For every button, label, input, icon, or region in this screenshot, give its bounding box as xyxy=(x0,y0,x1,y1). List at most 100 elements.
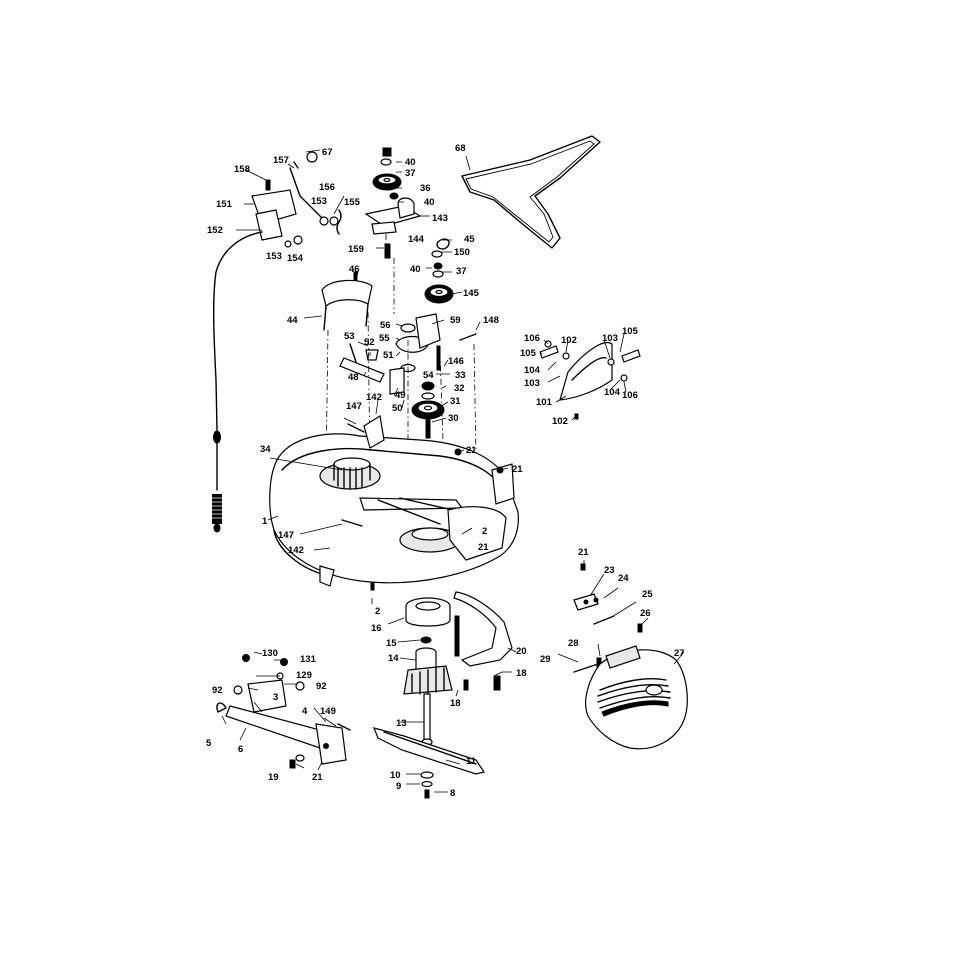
callout-6: 6 xyxy=(238,744,243,755)
callout-149: 149 xyxy=(320,706,336,717)
callout-131: 131 xyxy=(300,654,317,665)
callout-23: 23 xyxy=(604,565,615,576)
callout-40: 40 xyxy=(410,264,421,275)
callout-4: 4 xyxy=(302,706,308,717)
callout-46: 46 xyxy=(349,264,360,275)
callout-21: 21 xyxy=(466,445,477,456)
callout-51: 51 xyxy=(383,350,394,361)
callout-10: 10 xyxy=(390,770,401,781)
callout-159: 159 xyxy=(348,244,364,255)
callout-103: 103 xyxy=(602,333,618,344)
callout-142: 142 xyxy=(288,545,304,556)
mower-blade xyxy=(372,727,485,799)
idler-arm-assembly xyxy=(339,313,477,395)
center-pulley-stack xyxy=(424,238,454,304)
belt-guard xyxy=(321,271,373,331)
callout-101: 101 xyxy=(536,397,553,408)
callout-21: 21 xyxy=(312,772,323,783)
callout-68: 68 xyxy=(455,143,466,154)
callout-129: 129 xyxy=(296,670,312,681)
callout-45: 45 xyxy=(464,234,475,245)
callout-106: 106 xyxy=(622,390,638,401)
callout-21: 21 xyxy=(512,464,523,475)
callout-11: 11 xyxy=(466,756,477,767)
callout-15: 15 xyxy=(386,638,397,649)
callout-3: 3 xyxy=(273,692,278,703)
callout-32: 32 xyxy=(454,383,465,394)
callout-33: 33 xyxy=(455,370,466,381)
callout-27: 27 xyxy=(674,648,685,659)
callout-147: 147 xyxy=(346,401,362,412)
callout-152: 152 xyxy=(207,225,223,236)
callout-158: 158 xyxy=(234,164,250,175)
callout-103: 103 xyxy=(524,378,540,389)
part-number-callouts: 68 40 37 36 40 143 144 159 45 150 40 37 … xyxy=(206,143,685,799)
callout-40: 40 xyxy=(405,157,416,168)
callout-92: 92 xyxy=(212,685,223,696)
callout-147: 147 xyxy=(278,530,294,541)
callout-144: 144 xyxy=(408,234,425,245)
callout-2: 2 xyxy=(482,526,487,537)
callout-16: 16 xyxy=(371,623,382,634)
callout-156: 156 xyxy=(319,182,335,193)
idler-pulley-stack xyxy=(364,147,422,259)
callout-102: 102 xyxy=(561,335,577,346)
callout-106: 106 xyxy=(524,333,540,344)
callout-150: 150 xyxy=(454,247,470,258)
callout-13: 13 xyxy=(396,718,407,729)
callout-153: 153 xyxy=(311,196,327,207)
callout-20: 20 xyxy=(516,646,527,657)
callout-2: 2 xyxy=(375,606,380,617)
callout-142: 142 xyxy=(366,392,382,403)
callout-30: 30 xyxy=(448,413,459,424)
callout-26: 26 xyxy=(640,608,651,619)
callout-18: 18 xyxy=(516,668,527,679)
callout-28: 28 xyxy=(568,638,579,649)
front-link-assembly xyxy=(216,654,351,769)
mower-deck-housing xyxy=(269,415,519,587)
callout-153: 153 xyxy=(266,251,282,262)
callout-56: 56 xyxy=(380,320,391,331)
callout-55: 55 xyxy=(379,333,390,344)
callout-24: 24 xyxy=(618,573,629,584)
discharge-deflector-assembly xyxy=(539,340,641,420)
callout-50: 50 xyxy=(392,403,403,414)
callout-21: 21 xyxy=(578,547,589,558)
callout-5: 5 xyxy=(206,738,212,749)
callout-105: 105 xyxy=(622,326,639,337)
callout-40: 40 xyxy=(424,197,435,208)
callout-49: 49 xyxy=(395,390,406,401)
discharge-chute-assembly xyxy=(573,563,688,750)
callout-19: 19 xyxy=(268,772,279,783)
callout-leader-lines xyxy=(221,149,685,793)
callout-155: 155 xyxy=(344,197,361,208)
callout-31: 31 xyxy=(450,396,461,407)
callout-52: 52 xyxy=(364,337,375,348)
callout-37: 37 xyxy=(456,266,467,277)
callout-105: 105 xyxy=(520,348,537,359)
callout-146: 146 xyxy=(448,356,464,367)
callout-53: 53 xyxy=(344,331,355,342)
callout-54: 54 xyxy=(423,370,434,381)
callout-21: 21 xyxy=(478,542,489,553)
callout-143: 143 xyxy=(432,213,448,224)
callout-92: 92 xyxy=(316,681,327,692)
callout-44: 44 xyxy=(287,315,298,326)
callout-48: 48 xyxy=(348,372,359,383)
callout-59: 59 xyxy=(450,315,461,326)
callout-104: 104 xyxy=(524,365,541,376)
callout-14: 14 xyxy=(388,653,399,664)
drive-belt xyxy=(461,135,601,249)
callout-102: 102 xyxy=(552,416,568,427)
callout-130: 130 xyxy=(262,648,278,659)
callout-36: 36 xyxy=(420,183,431,194)
callout-154: 154 xyxy=(287,253,304,264)
callout-67: 67 xyxy=(322,147,333,158)
callout-148: 148 xyxy=(483,315,499,326)
callout-37: 37 xyxy=(405,168,416,179)
callout-29: 29 xyxy=(540,654,551,665)
callout-104: 104 xyxy=(604,387,621,398)
callout-157: 157 xyxy=(273,155,289,166)
mandrel-pulley xyxy=(411,381,445,439)
